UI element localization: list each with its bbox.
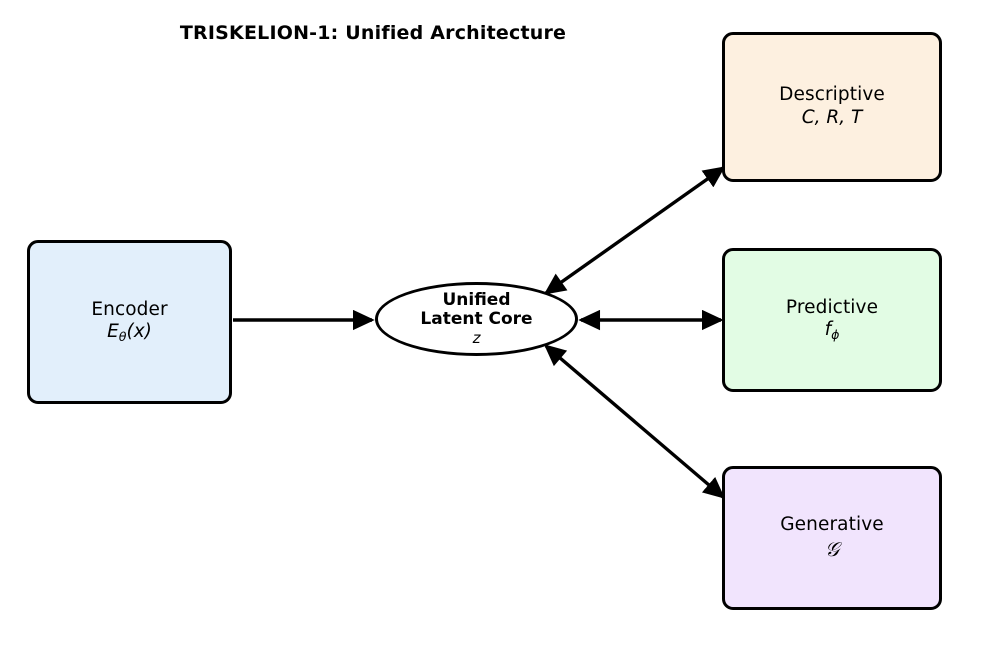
page-title: TRISKELION-1: Unified Architecture (179, 22, 567, 44)
node-generative-symbol: 𝒢 (824, 536, 840, 561)
node-encoder[interactable]: Encoder Eθ(x) (27, 240, 232, 404)
node-descriptive-symbol: C, R, T (801, 106, 863, 128)
node-predictive-symbol: fϕ (825, 319, 840, 342)
node-generative[interactable]: Generative 𝒢 (722, 466, 942, 610)
node-unified-latent-core[interactable]: Unified Latent Core z (375, 282, 578, 356)
node-core-symbol: z (472, 329, 481, 348)
node-core-label-line1: Unified (442, 290, 511, 311)
node-core-label-line2: Latent Core (420, 309, 533, 330)
edge-core-to-generative (543, 344, 726, 499)
node-predictive-symbol-subscript: ϕ (831, 327, 840, 343)
node-predictive[interactable]: Predictive fϕ (722, 248, 942, 392)
node-descriptive-label: Descriptive (779, 84, 885, 106)
node-encoder-symbol-subscript: θ (118, 329, 127, 345)
node-encoder-symbol: Eθ(x) (107, 321, 152, 344)
node-predictive-symbol-base: f (824, 319, 832, 341)
node-encoder-symbol-base: E (107, 321, 119, 343)
node-descriptive[interactable]: Descriptive C, R, T (722, 32, 942, 182)
node-encoder-symbol-tail: (x) (126, 321, 152, 343)
edge-core-to-descriptive (543, 166, 726, 295)
node-predictive-label: Predictive (785, 296, 879, 318)
node-generative-label: Generative (780, 514, 884, 536)
node-encoder-label: Encoder (91, 298, 168, 320)
